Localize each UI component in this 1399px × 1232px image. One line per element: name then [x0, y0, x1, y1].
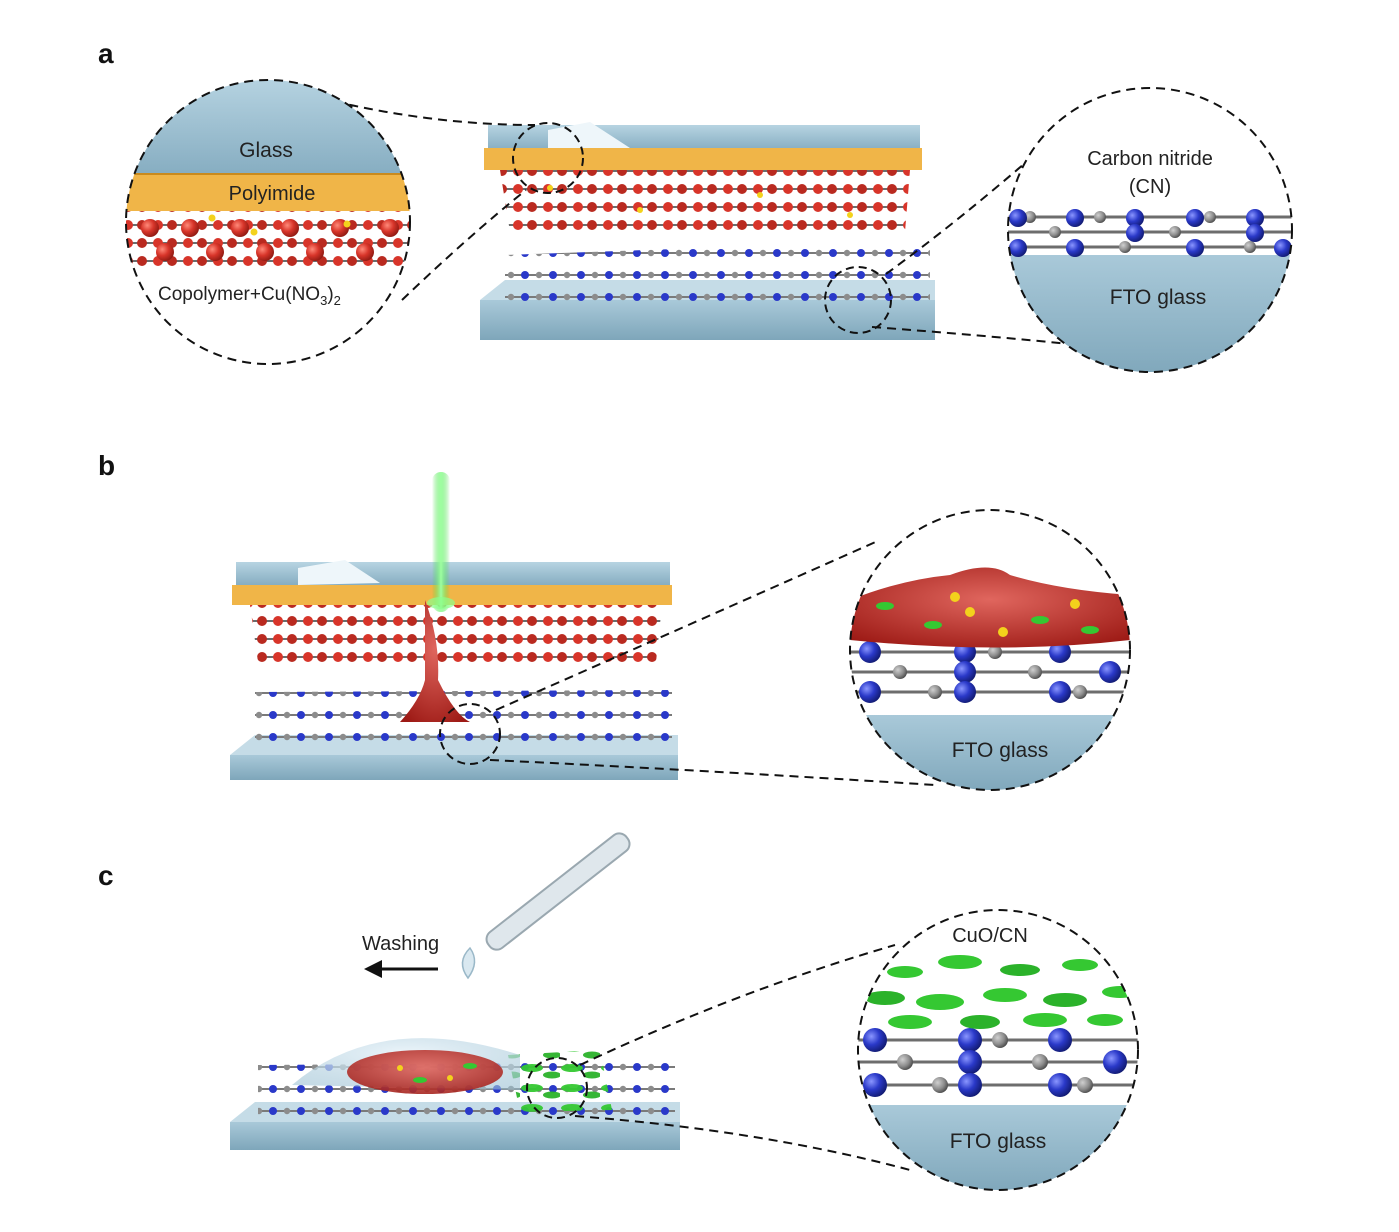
label-copolymer: Copolymer+Cu(NO3)2 — [158, 284, 341, 308]
label-washing: Washing — [362, 933, 439, 955]
pipette-icon — [461, 832, 631, 980]
zoom-circle-carbon-nitride — [1007, 87, 1293, 373]
zoom-circle-glass-polyimide — [125, 79, 411, 365]
label-polyimide: Polyimide — [229, 183, 316, 205]
device-c — [230, 1038, 680, 1150]
panel-letter-c: c — [98, 860, 114, 891]
label-fto-glass-b: FTO glass — [952, 739, 1048, 762]
laser-beam — [432, 472, 450, 612]
label-carbon-nitride: Carbon nitride — [1087, 148, 1213, 170]
label-fto-glass-c: FTO glass — [950, 1130, 1046, 1153]
arrow-left-icon — [364, 960, 438, 978]
panel-letter-b: b — [98, 450, 115, 481]
panel-letter-a: a — [98, 38, 114, 69]
device-a — [480, 122, 935, 340]
label-fto-glass-a: FTO glass — [1110, 286, 1206, 309]
device-b — [230, 472, 678, 780]
zoom-circle-melt — [849, 509, 1131, 791]
label-cuo-cn: CuO/CN — [952, 925, 1028, 947]
label-glass: Glass — [239, 139, 293, 162]
label-cn: (CN) — [1129, 176, 1171, 198]
